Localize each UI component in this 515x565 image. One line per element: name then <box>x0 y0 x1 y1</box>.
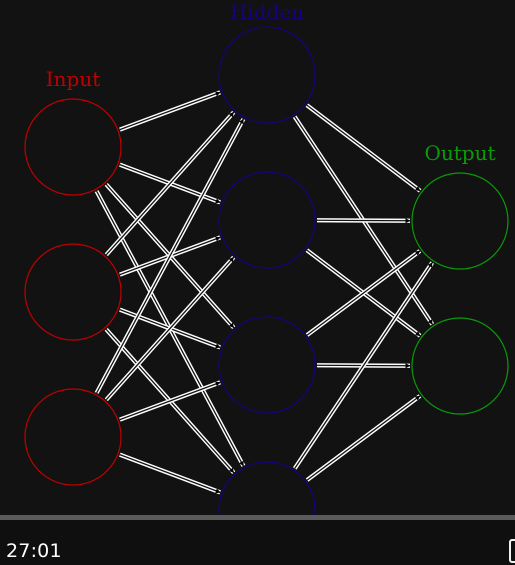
edge-l0-n2-to-n1 <box>104 255 236 402</box>
edge-l1-n3-to-n0 <box>293 261 434 470</box>
edge-l0-n2-to-n0 <box>94 118 246 394</box>
hidden-neuron-1 <box>218 26 316 124</box>
edge-l0-n2-to-n3 <box>119 452 221 495</box>
input-neuron-2 <box>24 243 122 341</box>
input-layer-label: Input <box>46 67 101 91</box>
edge-l1-n0-to-n0 <box>305 103 422 193</box>
edge-l1-n2-to-n0 <box>305 249 422 337</box>
player-controls: 27:01 <box>0 520 515 565</box>
neural-network-diagram: Input Hidden Output <box>24 0 509 515</box>
input-neuron-3 <box>24 388 122 486</box>
hidden-layer-label: Hidden <box>230 0 304 24</box>
output-neuron-2 <box>411 317 509 415</box>
progress-bar[interactable] <box>0 515 515 520</box>
connections <box>94 90 435 495</box>
input-neuron-1 <box>24 98 122 196</box>
neurons <box>24 26 509 515</box>
edge-l0-n2-to-n2 <box>119 380 221 422</box>
timestamp: 27:01 <box>6 540 62 562</box>
hidden-neuron-2 <box>218 171 316 269</box>
layer-labels: Input Hidden Output <box>46 0 496 165</box>
progress-bar-fill <box>0 515 515 520</box>
edge-l1-n3-to-n1 <box>305 394 422 482</box>
edge-l0-n1-to-n0 <box>104 110 236 257</box>
output-layer-label: Output <box>424 141 495 165</box>
hidden-neuron-3 <box>218 316 316 414</box>
output-neuron-1 <box>411 172 509 270</box>
fullscreen-icon[interactable] <box>509 539 515 563</box>
hidden-neuron-4 <box>218 461 316 515</box>
edge-l0-n0-to-n0 <box>119 90 221 132</box>
